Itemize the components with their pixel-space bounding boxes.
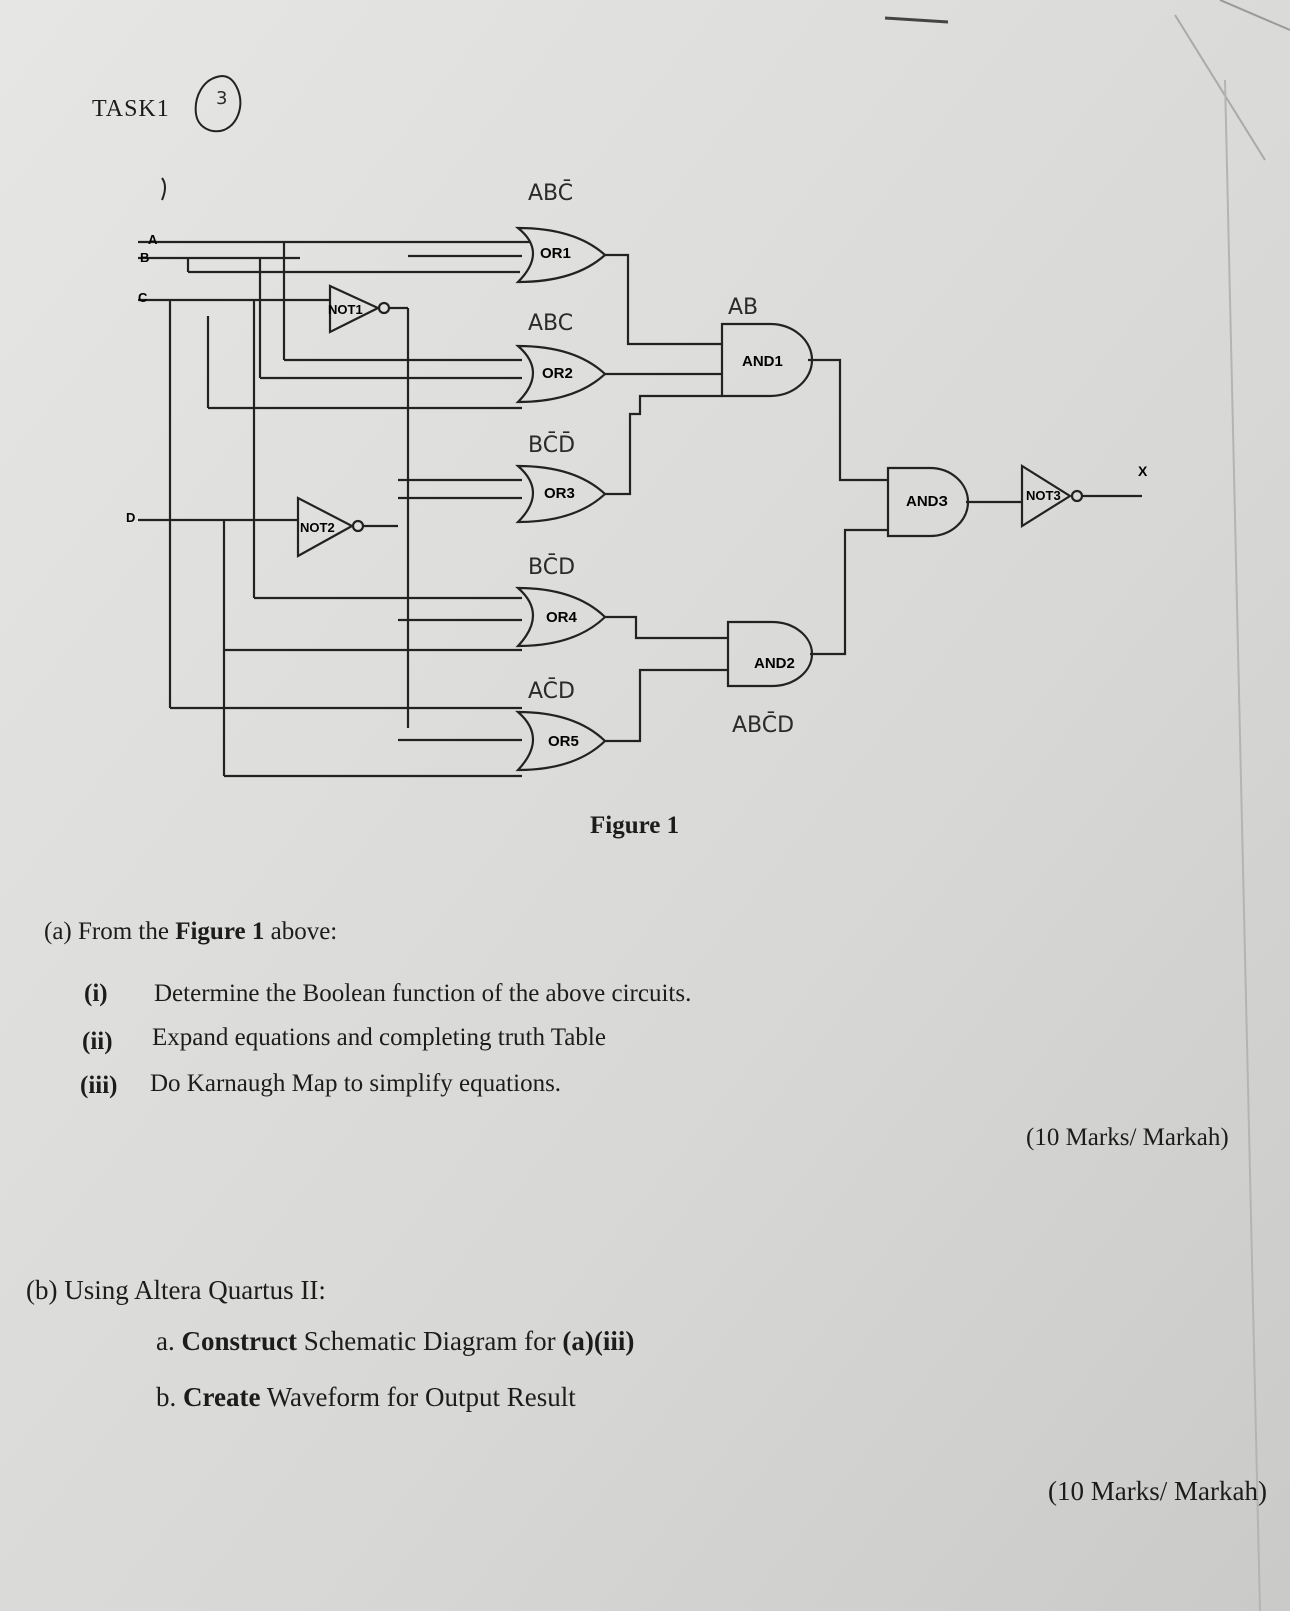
task-label: TASK1 [92,96,170,122]
not1-label: NOT1 [328,302,363,317]
handwritten-or4-note: BC̄D [528,554,575,580]
handwritten-and1-note: AB [728,295,758,320]
circled-number-text: 3 [216,88,227,109]
item-b-a-verb: Construct [181,1326,297,1356]
and2-label: AND2 [754,655,795,672]
and3-label: ANDЗ [906,493,948,510]
or5-label: OR5 [548,733,579,750]
or3-label: OR3 [544,485,575,502]
not3-label: NOT3 [1026,488,1061,503]
question-a-intro: (a) From the Figure 1 above: [44,918,337,946]
item-i-text: Determine the Boolean function of the ab… [154,980,692,1007]
input-a-label: A [148,232,158,247]
and1-label: AND1 [742,353,783,370]
item-b-a-ref: (a)(iii) [562,1326,635,1356]
item-b-b-verb: Create [183,1382,261,1412]
circled-number-annotation: 3 [194,75,242,133]
item-b-b-letter: b. [156,1382,177,1412]
item-b-b-rest: Waveform for Output Result [260,1382,576,1412]
item-ii-number: (ii) [82,1028,113,1055]
question-b-marks: (10 Marks/ Markah) [1048,1476,1267,1506]
or2-label: OR2 [542,365,573,382]
or1-label: OR1 [540,245,571,262]
item-b-a: a. Construct Schematic Diagram for (a)(i… [156,1326,634,1357]
input-b-label: B [140,250,149,265]
handwritten-and2-note: ABC̄D [732,712,794,738]
item-b-a-rest: Schematic Diagram for [296,1326,563,1356]
item-iii-number: (iii) [80,1072,118,1099]
item-iii-text: Do Karnaugh Map to simplify equations. [150,1070,562,1097]
item-b-a-letter: a. [156,1326,175,1356]
handwritten-or5-note: AC̄D [528,678,575,704]
handwritten-or2-note: ABC [528,311,573,336]
not2-label: NOT2 [300,520,335,535]
input-d-label: D [126,510,135,525]
item-ii-text: Expand equations and completing truth Ta… [152,1024,606,1051]
item-b-b: b. Create Waveform for Output Result [156,1382,576,1413]
figure-caption: Figure 1 [590,812,680,839]
handwritten-or3-note: BC̄D̄ [528,432,575,458]
question-b-intro: (b) Using Altera Quartus II: [26,1275,326,1305]
question-a-figure-ref: Figure 1 [175,918,265,945]
input-c-label: C [138,290,148,305]
question-a-suffix: above: [264,918,338,945]
logic-circuit-figure: A B C D X OR1 OR2 OR3 OR4 OR5 AND1 AND2 … [126,177,1148,778]
output-x-label: X [1138,463,1148,479]
question-a-prefix: (a) From the [44,918,176,945]
item-i-number: (i) [84,980,108,1007]
question-a-marks: (10 Marks/ Markah) [1026,1124,1229,1151]
or4-label: OR4 [546,609,578,626]
handwritten-or1-note: ABC̄ [528,180,573,206]
